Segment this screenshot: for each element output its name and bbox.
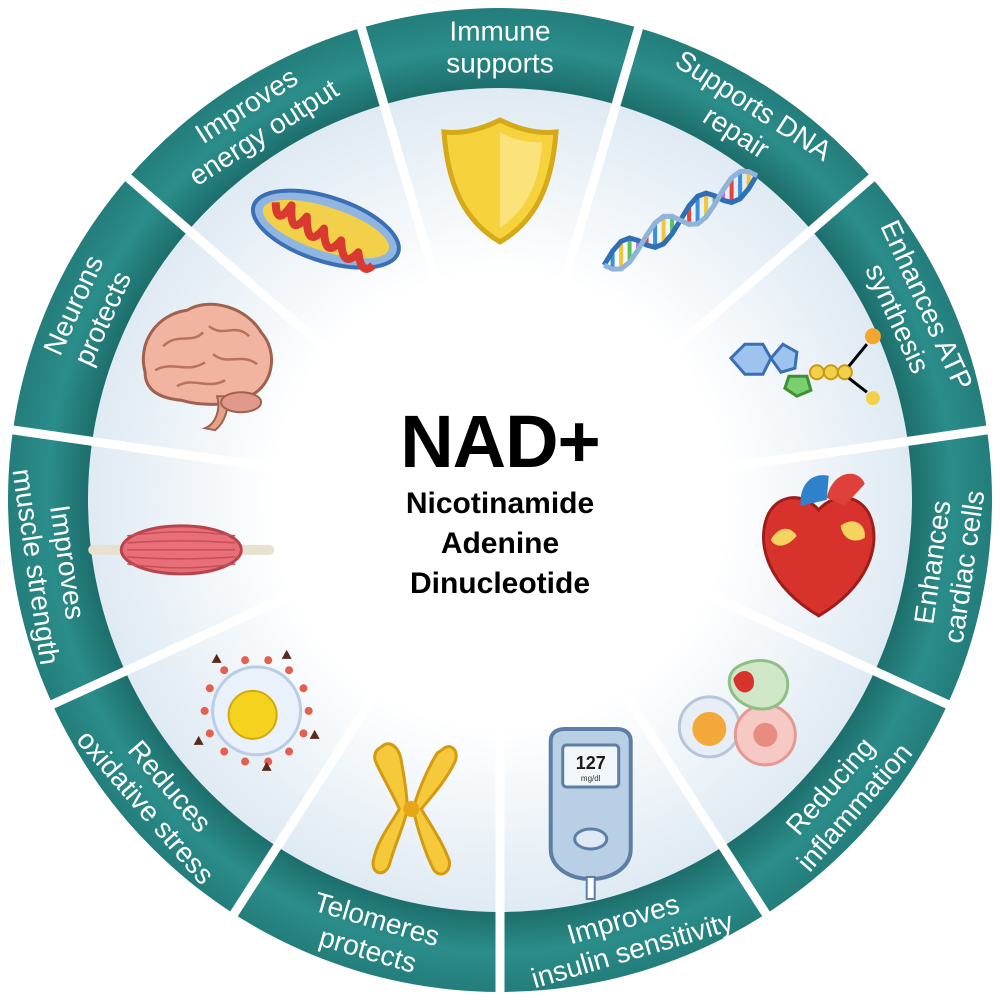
oxidative-cell-icon [193,649,320,771]
chromosome-icon [371,742,458,876]
dna-icon [601,168,760,272]
segment-divider [667,173,877,356]
center-subtitle-line-3: Dinucleotide [409,567,590,600]
immune-cells-icon [677,659,797,767]
segment-divider [723,425,990,473]
segment-divider [10,425,277,473]
mitochondria-icon [250,188,401,273]
brain-icon [142,302,274,432]
segment-divider [703,589,952,710]
heart-icon [762,473,876,618]
glucometer-unit: mg/dl [581,774,601,783]
segment-label-line: supports [446,47,553,78]
center-subtitle-line-1: Nicotinamide [405,487,595,520]
atp-molecule-icon [728,328,881,406]
center-title: NAD+ [400,400,601,483]
shield-icon [441,117,559,245]
glucometer-reading: 127 [576,753,606,773]
segment-divider [618,687,771,919]
segment-divider [559,24,644,285]
segment-divider [229,687,382,919]
segment-label-line: Immune [449,15,550,46]
segment-divider [356,24,441,285]
segment-divider [123,173,333,356]
muscle-icon [88,524,275,576]
center-subtitle-line-2: Adenine [440,527,560,560]
segment-divider [48,589,297,710]
segment-dividers [10,24,990,994]
center-disc [272,272,728,728]
